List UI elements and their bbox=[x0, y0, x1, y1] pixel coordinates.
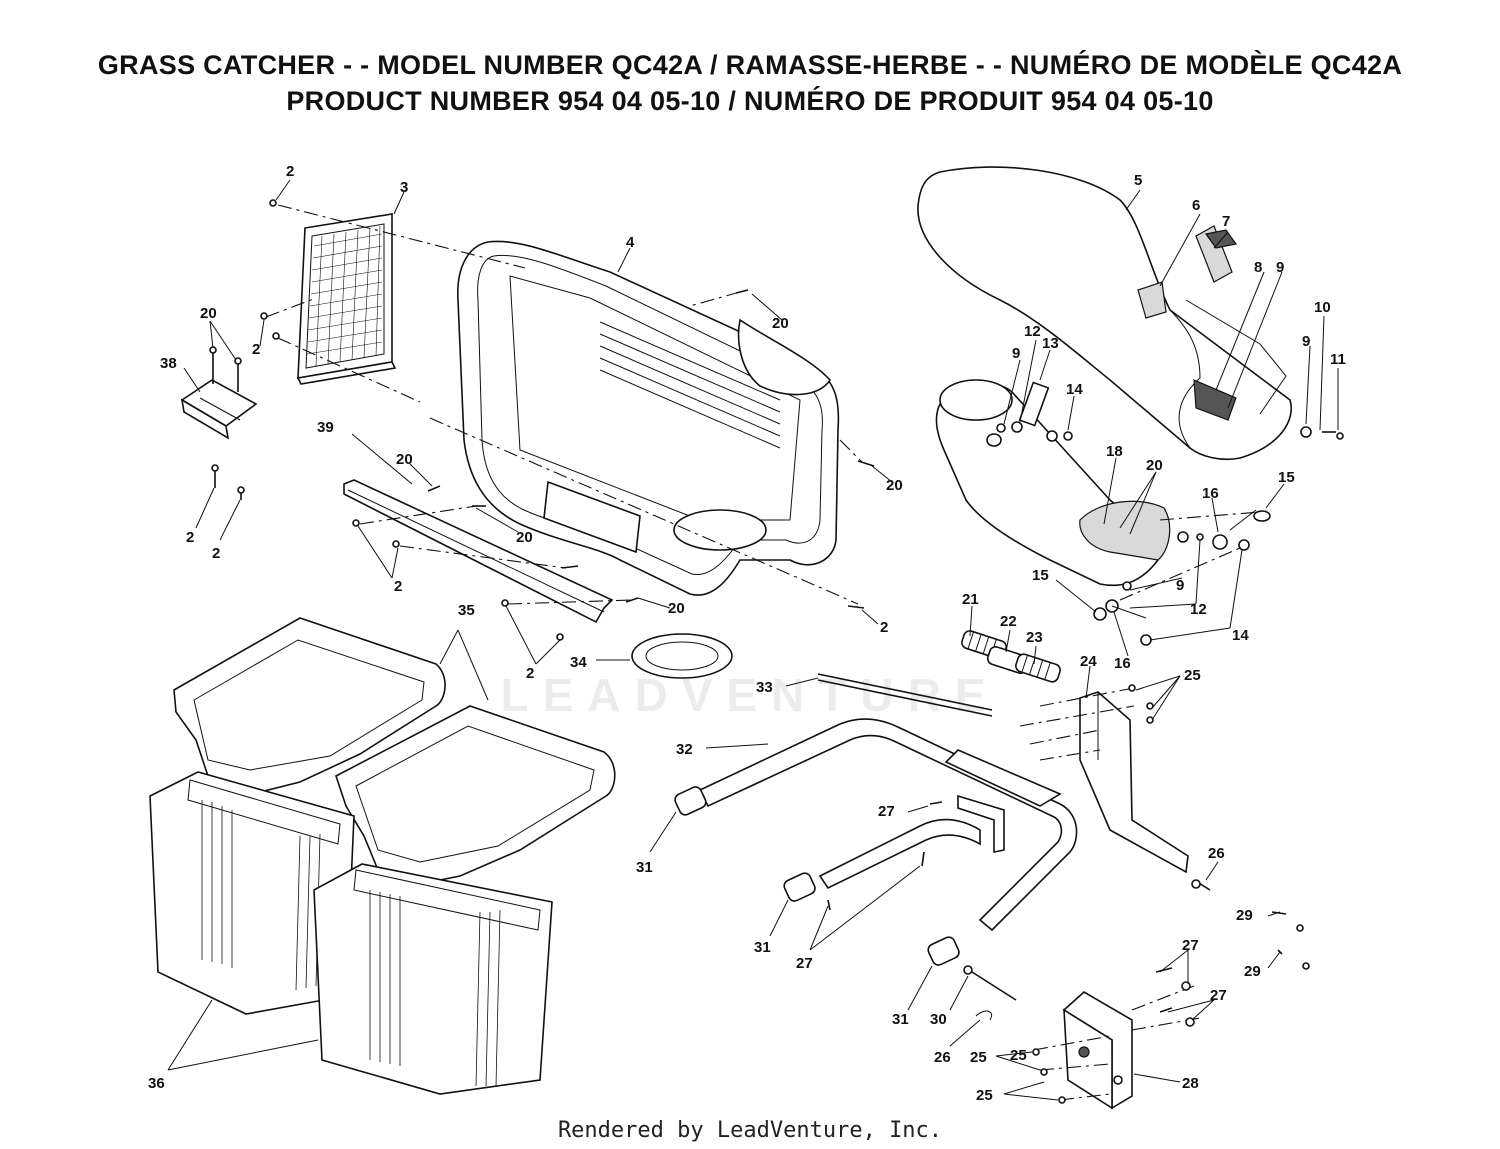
callout-8: 8 bbox=[1254, 259, 1262, 276]
callout-20: 20 bbox=[396, 451, 413, 468]
deflector-plate-part bbox=[343, 479, 614, 624]
callout-20: 20 bbox=[1146, 457, 1163, 474]
callout-9: 9 bbox=[1276, 259, 1284, 276]
hopper-part bbox=[457, 240, 840, 596]
callout-20: 20 bbox=[200, 305, 217, 322]
callout-35: 35 bbox=[458, 602, 475, 619]
callout-30: 30 bbox=[930, 1011, 947, 1028]
callout-32: 32 bbox=[676, 741, 693, 758]
callout-25: 25 bbox=[976, 1087, 993, 1104]
callout-9: 9 bbox=[1012, 345, 1020, 362]
callout-7: 7 bbox=[1222, 213, 1230, 230]
diagram-subtitle: PRODUCT NUMBER 954 04 05-10 / NUMÉRO DE … bbox=[286, 86, 1214, 116]
callout-21: 21 bbox=[962, 591, 979, 608]
callout-2: 2 bbox=[252, 341, 260, 358]
callout-24: 24 bbox=[1080, 653, 1097, 670]
chute-part bbox=[917, 166, 1292, 461]
pin-washer-set bbox=[996, 421, 1344, 646]
side-bracket-part bbox=[1079, 691, 1189, 874]
callout-2: 2 bbox=[186, 529, 194, 546]
callout-31: 31 bbox=[892, 1011, 909, 1028]
callout-25: 25 bbox=[970, 1049, 987, 1066]
grips-part bbox=[961, 630, 1061, 683]
callout-4: 4 bbox=[626, 234, 635, 251]
callout-16: 16 bbox=[1114, 655, 1131, 672]
callout-12: 12 bbox=[1190, 601, 1207, 618]
callout-9: 9 bbox=[1176, 577, 1184, 594]
callout-20: 20 bbox=[668, 600, 685, 617]
screen-part bbox=[296, 213, 397, 385]
callout-20: 20 bbox=[886, 477, 903, 494]
callout-9: 9 bbox=[1302, 333, 1310, 350]
callout-14: 14 bbox=[1066, 381, 1083, 398]
callout-16: 16 bbox=[1202, 485, 1219, 502]
callout-29: 29 bbox=[1244, 963, 1261, 980]
bracket-part bbox=[180, 379, 258, 440]
callout-15: 15 bbox=[1032, 567, 1049, 584]
callout-22: 22 bbox=[1000, 613, 1017, 630]
callout-20: 20 bbox=[772, 315, 789, 332]
callout-3: 3 bbox=[400, 179, 408, 196]
grass-boxes-part bbox=[149, 771, 553, 1095]
footer-credit: Rendered by LeadVenture, Inc. bbox=[557, 1118, 943, 1143]
frame-part bbox=[674, 673, 1078, 966]
callout-33: 33 bbox=[756, 679, 773, 696]
callout-36: 36 bbox=[148, 1075, 165, 1092]
callout-26: 26 bbox=[1208, 845, 1225, 862]
callout-23: 23 bbox=[1026, 629, 1043, 646]
callout-28: 28 bbox=[1182, 1075, 1199, 1092]
callout-31: 31 bbox=[636, 859, 653, 876]
callout-39: 39 bbox=[317, 419, 334, 436]
adapter-tube-part bbox=[935, 379, 1171, 587]
callout-6: 6 bbox=[1192, 197, 1200, 214]
callout-27: 27 bbox=[878, 803, 895, 820]
callout-26: 26 bbox=[934, 1049, 951, 1066]
diagram-title: GRASS CATCHER - - MODEL NUMBER QC42A / R… bbox=[97, 50, 1403, 80]
callout-20: 2 bbox=[880, 619, 888, 636]
callout-27: 27 bbox=[1210, 987, 1227, 1004]
assembly-centerlines bbox=[265, 204, 1261, 1101]
watermark: LEADVENTURE bbox=[500, 669, 1000, 721]
callout-34: 34 bbox=[570, 654, 587, 671]
callout-11: 11 bbox=[1330, 351, 1346, 368]
callout-5: 5 bbox=[1134, 172, 1142, 189]
callout-29: 29 bbox=[1236, 907, 1253, 924]
callout-2: 2 bbox=[526, 665, 534, 682]
callout-10: 10 bbox=[1314, 299, 1331, 316]
callout-38: 38 bbox=[160, 355, 177, 372]
callout-25: 25 bbox=[1010, 1047, 1027, 1064]
callout-20: 20 bbox=[516, 529, 533, 546]
callout-31: 31 bbox=[754, 939, 771, 956]
ring-part bbox=[631, 633, 733, 679]
callout-labels: 2 3 20 2 38 2 2 2 4 20 39 20 20 2 20 2 3… bbox=[148, 163, 1346, 1104]
callout-14: 14 bbox=[1232, 627, 1249, 644]
callout-27: 27 bbox=[1182, 937, 1199, 954]
hitch-bracket-part bbox=[963, 965, 1133, 1110]
knob-part bbox=[1137, 225, 1238, 319]
hardware-right bbox=[827, 684, 1310, 1104]
leader-lines bbox=[167, 179, 1339, 1101]
callout-15: 15 bbox=[1278, 469, 1295, 486]
callout-25: 25 bbox=[1184, 667, 1201, 684]
callout-2: 2 bbox=[286, 163, 294, 180]
callout-18: 18 bbox=[1106, 443, 1123, 460]
callout-13: 13 bbox=[1042, 335, 1059, 352]
callout-2: 2 bbox=[394, 578, 402, 595]
callout-12: 12 bbox=[1024, 323, 1041, 340]
callout-27: 27 bbox=[796, 955, 813, 972]
callout-2: 2 bbox=[212, 545, 220, 562]
